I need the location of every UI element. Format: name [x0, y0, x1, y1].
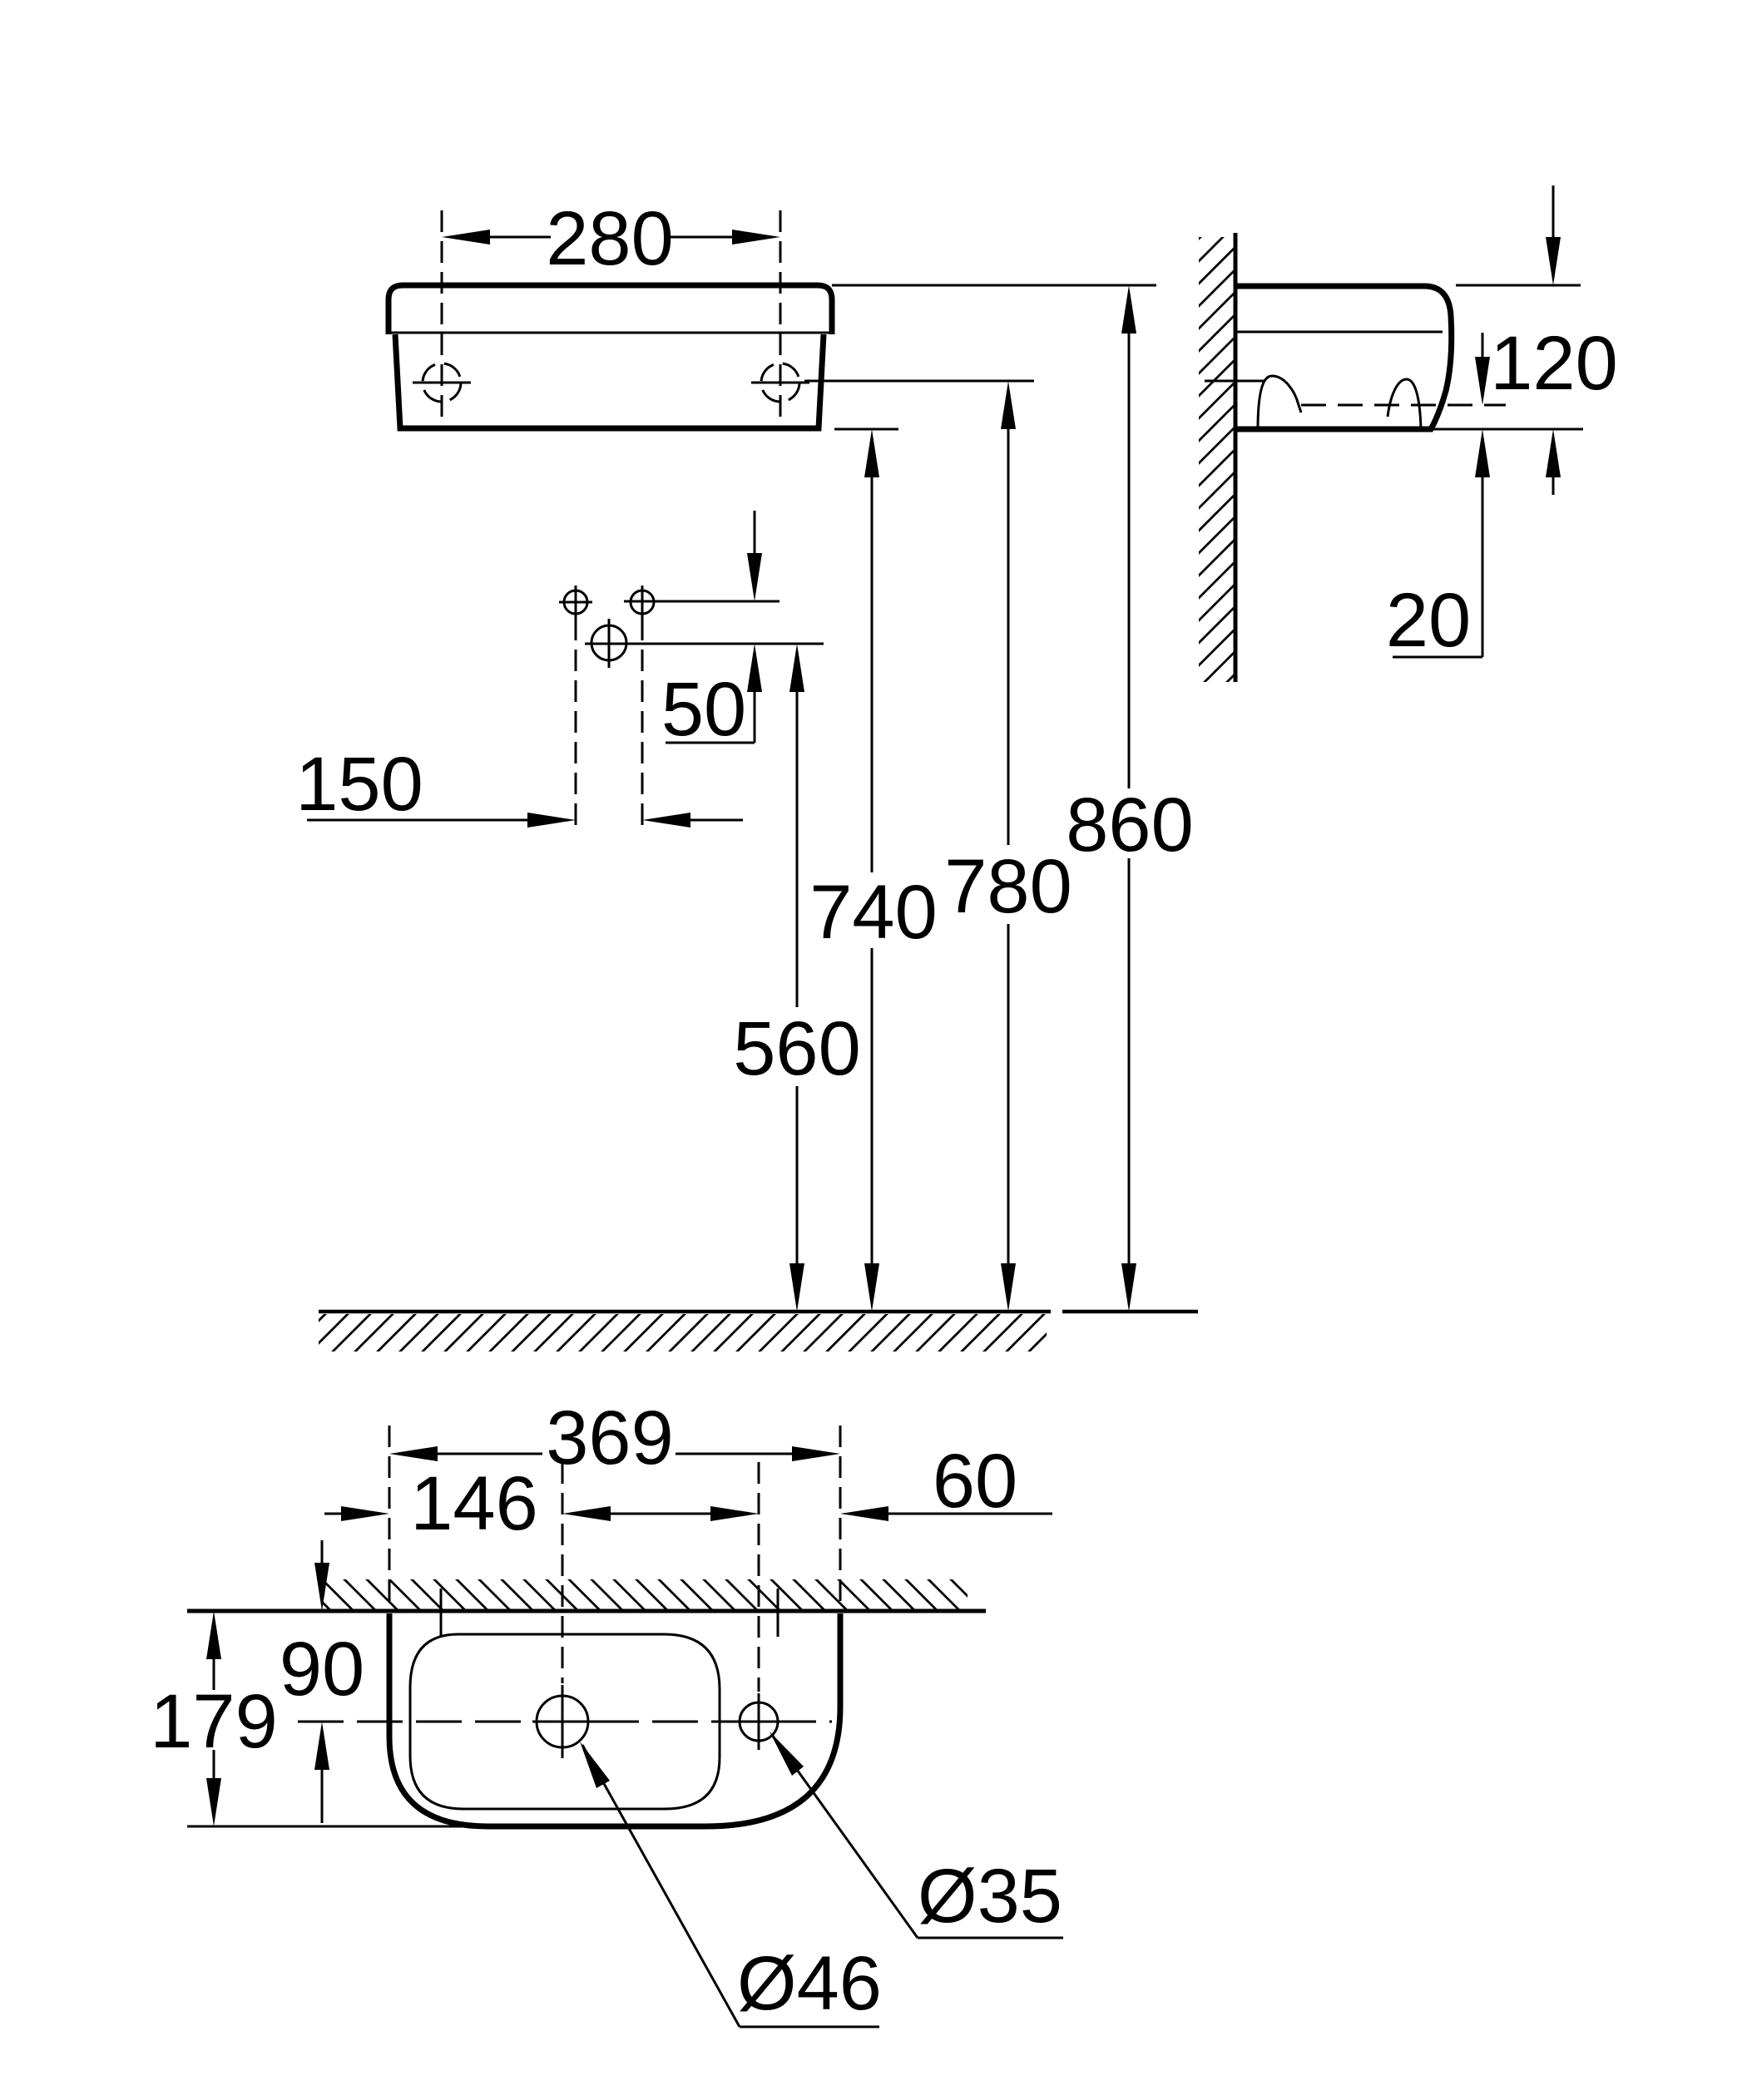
arrow-left-icon — [442, 230, 490, 245]
dia-46-label: Ø46 — [737, 1941, 882, 2026]
arrow-right-icon — [527, 813, 576, 828]
floor — [319, 1309, 1198, 1351]
dim-780-label: 780 — [944, 844, 1072, 929]
plan-wall-hatch — [323, 1579, 968, 1611]
arrow-down-icon — [314, 1563, 329, 1611]
leader-drain-diameter: Ø46 — [580, 1742, 882, 2028]
arrow-right-icon — [341, 1506, 389, 1521]
arrow-down-icon — [747, 553, 762, 601]
arrow-up-icon — [1121, 285, 1136, 334]
dim-20: 20 — [1386, 333, 1490, 663]
arrow-up-icon — [747, 644, 762, 692]
arrow-down-icon — [206, 1778, 221, 1826]
arrow-right-icon — [732, 230, 780, 245]
dim-280-label: 280 — [546, 196, 674, 281]
arrow-up-icon — [314, 1722, 329, 1770]
basin-plan-bowl — [408, 1633, 721, 1811]
dim-20-label: 20 — [1386, 578, 1471, 663]
arrow-down-icon — [864, 1263, 879, 1312]
tap-hole-detail — [559, 586, 824, 828]
floor-hatch — [319, 1314, 1047, 1351]
arrow-down-icon — [1001, 1263, 1016, 1312]
dim-146-label: 146 — [410, 1461, 538, 1546]
front-view: 280 150 — [295, 196, 1194, 1312]
dim-146: 146 — [324, 1461, 710, 1546]
arrow-up-icon — [1546, 429, 1561, 477]
side-view: 120 20 — [1199, 185, 1618, 682]
arrow-left-icon — [562, 1506, 611, 1521]
dim-780: 780 — [944, 381, 1072, 1312]
arrow-right-icon — [792, 1446, 840, 1461]
dim-120: 120 — [1490, 185, 1618, 495]
dim-179: 179 — [150, 1611, 278, 1826]
dim-60: 60 — [710, 1439, 1052, 1524]
arrow-left-icon — [642, 813, 690, 828]
leader-arrow-icon — [770, 1732, 804, 1776]
arrow-up-icon — [1001, 381, 1016, 429]
basin-inner-profile-left — [1256, 374, 1303, 430]
dim-150: 150 — [295, 742, 743, 828]
arrow-up-icon — [206, 1611, 221, 1659]
leader-arrow-icon — [580, 1742, 610, 1788]
dim-280: 280 — [442, 196, 780, 281]
arrow-up-icon — [789, 644, 804, 692]
dim-120-label: 120 — [1490, 321, 1618, 406]
arrow-down-icon — [789, 1263, 804, 1312]
dim-50-label: 50 — [661, 667, 746, 752]
basin-side-outline — [1235, 283, 1455, 432]
arrow-right-icon — [710, 1506, 759, 1521]
dim-860: 860 — [1066, 285, 1194, 1312]
arrow-left-icon — [389, 1446, 438, 1461]
dim-740-label: 740 — [809, 870, 938, 955]
arrow-left-icon — [840, 1506, 888, 1521]
dim-369-label: 369 — [546, 1396, 674, 1480]
dim-179-label: 179 — [150, 1679, 278, 1764]
dim-369: 369 — [389, 1396, 840, 1480]
arrow-up-icon — [864, 429, 879, 477]
basin-front-rim-outline — [385, 282, 835, 334]
dim-60-label: 60 — [933, 1439, 1017, 1524]
dim-90-label: 90 — [280, 1627, 364, 1712]
dim-740: 740 — [809, 429, 938, 1312]
dia-35-label: Ø35 — [918, 1854, 1062, 1939]
arrow-up-icon — [1475, 429, 1490, 477]
dim-560-label: 560 — [733, 1006, 861, 1091]
arrow-down-icon — [1121, 1263, 1136, 1312]
leader-faucet-diameter: Ø35 — [770, 1732, 1063, 1939]
arrow-down-icon — [1475, 357, 1490, 405]
wall-hatch — [1199, 237, 1235, 682]
plan-view: 369 146 60 90 17 — [150, 1396, 1063, 2028]
arrow-down-icon — [1546, 237, 1561, 285]
dim-50: 50 — [661, 511, 762, 752]
dim-150-label: 150 — [295, 742, 423, 827]
basin-plan-outline — [386, 1613, 844, 1830]
dim-560: 560 — [733, 644, 861, 1312]
dim-860-label: 860 — [1066, 783, 1194, 867]
dim-90: 90 — [280, 1540, 364, 1823]
